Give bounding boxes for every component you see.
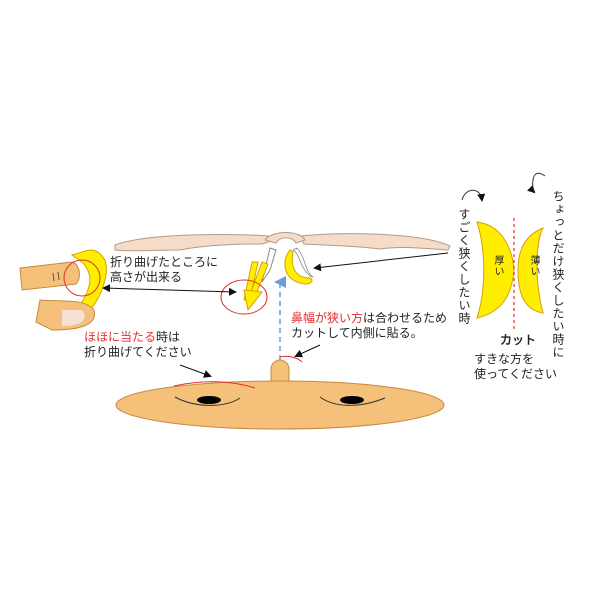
thick-pad-icon: [476, 221, 515, 319]
thick-label: 厚い: [492, 255, 503, 277]
arrow-to-nose: [294, 344, 321, 358]
face-icon: [115, 355, 445, 430]
fingers-pinching-pad-icon: [19, 249, 107, 331]
cut-label: カット: [500, 333, 537, 347]
very-narrow-label: すごく狭くしたい時: [457, 208, 471, 325]
double-arrow: [102, 284, 237, 296]
choose-note: すきな方を 使ってください: [474, 352, 558, 381]
slightly-narrow-label: ちょっとだけ狭くしたい時に: [551, 190, 565, 359]
thin-label: 薄い: [528, 255, 539, 277]
fold-height-label: 折り曲げたところに 高さが出来る: [110, 255, 219, 284]
thin-pad-icon: [517, 227, 545, 314]
curl-arrow-left: [461, 189, 486, 202]
folded-nose-pad-icon: [220, 247, 277, 315]
nose-pad-crescent-icon: [284, 247, 314, 285]
glasses-frame-icon: [114, 232, 451, 252]
cheek-note: ほほに当たる時は 折り曲げてください: [84, 330, 192, 359]
arrow-to-crescent: [313, 252, 449, 272]
narrow-nose-note: 鼻幅が狭い方は合わせるため カットして内側に貼る。: [291, 311, 448, 340]
curl-arrow-right: [526, 172, 546, 194]
arrow-to-cheek: [179, 364, 212, 378]
